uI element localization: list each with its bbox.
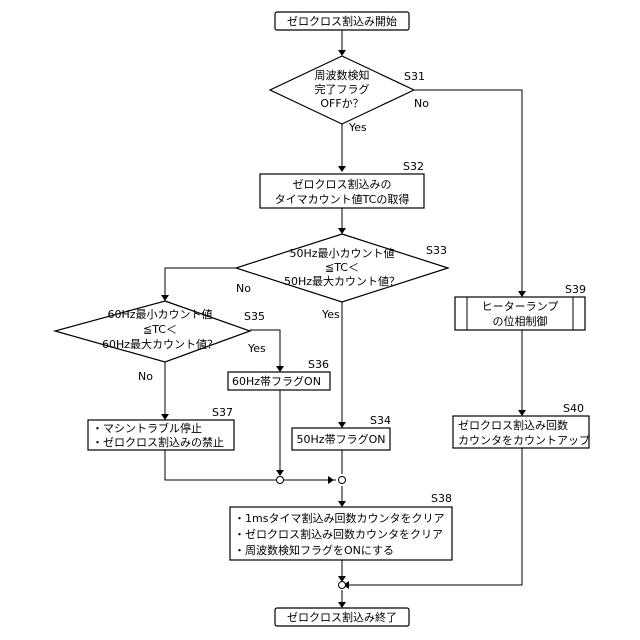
- start-terminal: ゼロクロス割込み開始: [275, 12, 409, 30]
- arrow-head: [338, 501, 346, 507]
- s35-step-label: S35: [244, 310, 265, 323]
- s38-line-3: ・周波数検知フラグをONにする: [234, 543, 394, 557]
- arrow-head: [338, 602, 346, 608]
- s33-line-1: 50Hz最小カウント値: [289, 247, 394, 260]
- s32-step-label: S32: [403, 160, 424, 173]
- s34-process: 50Hz帯フラグON: [292, 428, 390, 450]
- s34-text: 50Hz帯フラグON: [297, 432, 386, 446]
- arrow-head: [338, 50, 346, 56]
- s31-decision: 周波数検知 完了フラグ OFFか？: [270, 56, 414, 124]
- s40-step-label: S40: [563, 402, 584, 415]
- s36-text: 60Hz帯フラグON: [232, 374, 321, 388]
- s34-step-label: S34: [370, 414, 391, 427]
- s31-line-2: 完了フラグ: [315, 82, 370, 96]
- s37-step-label: S37: [212, 406, 233, 419]
- s37-line-2: ・ゼロクロス割込みの禁止: [92, 435, 224, 449]
- s31-yes-label: Yes: [348, 121, 367, 134]
- s40-line-2: カウンタをカウントアップ: [458, 434, 590, 447]
- s36-process: 60Hz帯フラグON: [228, 372, 330, 390]
- s38-line-2: ・ゼロクロス割込み回数カウンタをクリア: [234, 527, 443, 541]
- s40-process: ゼロクロス割込み回数 カウンタをカウントアップ: [453, 416, 590, 448]
- s31-no-label: No: [414, 97, 429, 110]
- s32-process: ゼロクロス割込みの タイマカウント値TCの取得: [260, 174, 424, 208]
- s38-step-label: S38: [431, 492, 452, 505]
- start-label: ゼロクロス割込み開始: [287, 14, 397, 28]
- s31-step-label: S31: [404, 70, 425, 83]
- merge-dot-s36: [277, 477, 284, 484]
- s35-no-label: No: [138, 370, 153, 383]
- s31-line-1: 周波数検知: [315, 68, 370, 82]
- arrow-head: [338, 228, 346, 234]
- s39-predefined-process: ヒーターランプ の位相制御: [455, 297, 585, 330]
- arrow-head: [276, 470, 284, 476]
- end-terminal: ゼロクロス割込み終了: [275, 608, 409, 626]
- s33-no-label: No: [236, 282, 251, 295]
- arrow-head: [338, 166, 346, 172]
- s35-yes-label: Yes: [247, 342, 266, 355]
- s39-line-2: の位相制御: [493, 314, 548, 328]
- s38-process: ・1msタイマ割込み回数カウンタをクリア ・ゼロクロス割込み回数カウンタをクリア…: [230, 507, 452, 560]
- merge-dot-main: [339, 477, 346, 484]
- s33-yes-label: Yes: [321, 308, 340, 321]
- s37-process: ・マシントラブル停止 ・ゼロクロス割込みの禁止: [88, 420, 234, 450]
- s31-line-3: OFFか？: [320, 97, 363, 110]
- s32-line-1: ゼロクロス割込みの: [293, 177, 392, 191]
- s33-line-2: ≦TC＜: [325, 261, 359, 274]
- end-label: ゼロクロス割込み終了: [287, 610, 397, 624]
- connector-s33-no: [165, 268, 236, 298]
- s33-step-label: S33: [426, 244, 447, 257]
- arrow-head: [276, 366, 284, 372]
- s35-line-3: 60Hz最大カウント値？: [102, 337, 218, 351]
- arrow-head: [161, 295, 169, 301]
- s39-step-label: S39: [565, 283, 586, 296]
- s37-line-1: ・マシントラブル停止: [92, 421, 202, 435]
- s40-line-1: ゼロクロス割込み回数: [458, 418, 568, 432]
- arrow-head: [338, 422, 346, 428]
- s35-line-1: 60Hz最小カウント値: [107, 308, 212, 321]
- arrow-head: [328, 476, 334, 484]
- s38-line-1: ・1msタイマ割込み回数カウンタをクリア: [234, 511, 444, 525]
- s33-line-3: 50Hz最大カウント値？: [284, 274, 400, 288]
- s32-line-2: タイマカウント値TCの取得: [275, 193, 410, 206]
- s35-line-2: ≦TC＜: [143, 323, 177, 336]
- arrow-head: [161, 414, 169, 420]
- s39-line-1: ヒーターランプ: [482, 300, 559, 313]
- arrow-head: [518, 291, 526, 297]
- s33-decision: 50Hz最小カウント値 ≦TC＜ 50Hz最大カウント値？: [236, 234, 448, 302]
- s36-step-label: S36: [308, 358, 329, 371]
- merge-dot-end: [339, 582, 346, 589]
- s35-decision: 60Hz最小カウント値 ≦TC＜ 60Hz最大カウント値？: [55, 301, 250, 362]
- connector-s37-merge: [165, 450, 336, 480]
